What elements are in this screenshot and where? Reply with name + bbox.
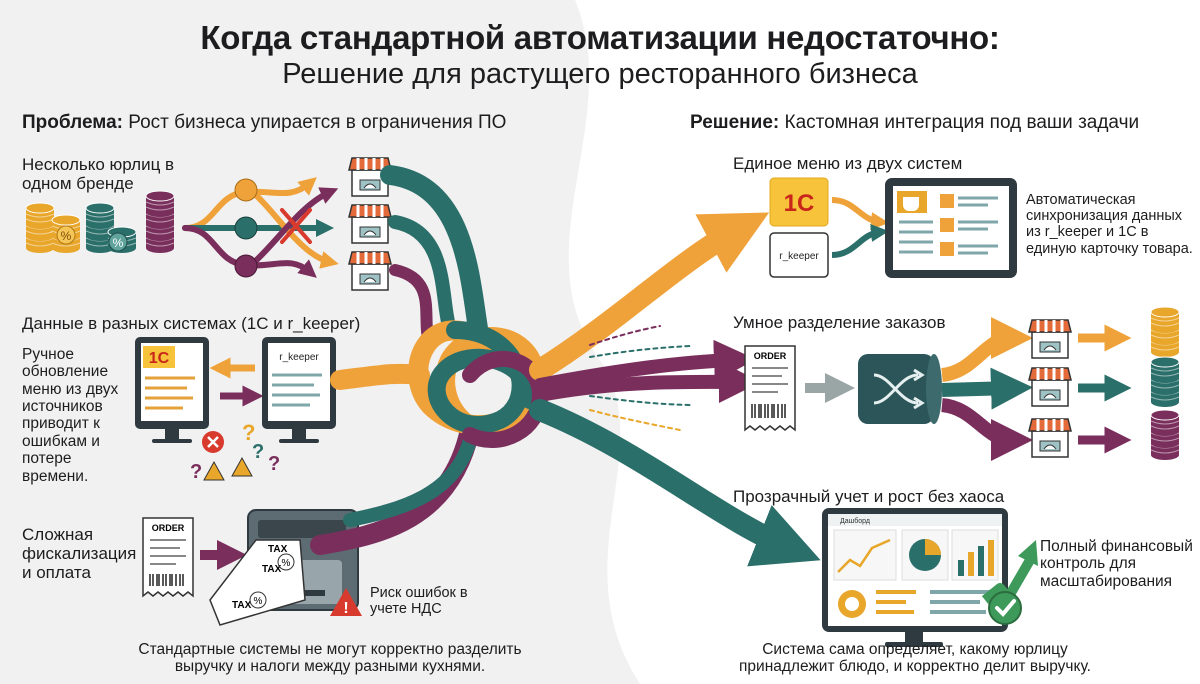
label-legal-entities: Несколько юрлиц в одном бренде [22, 155, 175, 194]
label-vat-risk: Риск ошибок в учете НДС [370, 585, 468, 618]
label-data-systems: Данные в разных системах (1С и r_keeper) [22, 314, 361, 333]
svg-text:?: ? [268, 453, 280, 475]
problem-caption: Стандартные системы не могут корректно р… [138, 641, 522, 676]
shop-icon [1027, 366, 1073, 408]
svg-text:?: ? [190, 461, 202, 483]
tablet-menu-icon [885, 178, 1017, 278]
svg-text:ORDER: ORDER [754, 351, 787, 361]
svg-text:%: % [113, 236, 124, 250]
checkmark-badge-icon [988, 591, 1022, 625]
svg-text:?: ? [242, 420, 255, 445]
label-financial-control: Полный финансовый контроль для масштабир… [1040, 538, 1193, 590]
svg-text:r_keeper: r_keeper [779, 251, 819, 262]
svg-text:!: ! [343, 600, 348, 617]
teal-coin [234, 216, 258, 240]
shop-icon [347, 203, 393, 245]
dashboard-monitor-icon: Дашборд [822, 508, 1008, 647]
error-cross-icon [280, 208, 312, 244]
order-receipt-icon: ORDER [744, 345, 796, 432]
monitor-1c-icon: 1С [135, 337, 209, 443]
svg-text:%: % [254, 596, 263, 607]
label-unified-menu: Единое меню из двух систем [733, 154, 963, 173]
logo-1c-text: 1С [149, 350, 170, 367]
label-fiscalization: Сложная фискализация и оплата [22, 525, 137, 583]
svg-text:TAX: TAX [268, 544, 288, 555]
page-subtitle: Решение для растущего ресторанного бизне… [282, 58, 918, 90]
monitor-rkeeper-icon: r_keeper [262, 337, 336, 443]
order-receipt-icon: ORDER [142, 517, 194, 598]
problem-heading-bold: Проблема: [22, 112, 123, 133]
warning-icon: ! [330, 588, 362, 617]
tangled-branch-arrows [182, 177, 339, 278]
orange-coin [234, 178, 258, 202]
coin-stack-orange-icon [1150, 306, 1180, 358]
svg-text:ORDER: ORDER [152, 523, 185, 533]
coin-stack-purple-icon [1150, 409, 1180, 461]
purple-coin [234, 254, 258, 278]
label-auto-sync: Автоматическая синхронизация данных из r… [1026, 192, 1193, 257]
label-manual-update: Ручное обновление меню из двух источнико… [22, 346, 119, 485]
svg-text:TAX: TAX [232, 600, 252, 611]
svg-text:TAX: TAX [262, 564, 282, 575]
flow-arrows-to-solution [529, 212, 821, 567]
split-arrows-icon [940, 317, 1033, 461]
logo-1c-icon: 1С [769, 177, 829, 227]
svg-text:?: ? [252, 441, 264, 463]
label-transparent: Прозрачный учет и рост без хаоса [733, 487, 1005, 506]
rkeeper-logo-icon: r_keeper [769, 232, 829, 278]
shop-icon [347, 250, 393, 292]
coin-stacks-icon: % % [25, 190, 175, 254]
errors-questions-icon: ? ? ? ? [190, 420, 280, 483]
coin-stack-teal-icon [1150, 356, 1180, 408]
rkeeper-screen-label: r_keeper [279, 352, 319, 363]
solution-heading-bold: Решение: [690, 112, 780, 133]
solution-heading-text: Кастомная интеграция под ваши задачи [784, 112, 1140, 133]
problem-heading-text: Рост бизнеса упирается в ограничения ПО [128, 112, 507, 133]
tangled-rope-knot [310, 165, 549, 555]
svg-text:Дашборд: Дашборд [840, 517, 870, 525]
page-title: Когда стандартной автоматизации недостат… [200, 19, 1000, 56]
shop-icon [1027, 318, 1073, 360]
label-smart-split: Умное разделение заказов [733, 313, 946, 332]
shuffle-splitter-icon [858, 354, 942, 424]
svg-text:1С: 1С [784, 190, 815, 217]
solution-caption: Система сама определяет, какому юрлицу п… [739, 641, 1091, 676]
problem-heading: Проблема: Рост бизнеса упирается в огран… [22, 112, 506, 133]
svg-text:%: % [282, 558, 291, 569]
percent-glyph: % [61, 229, 72, 243]
solution-heading: Решение: Кастомная интеграция под ваши з… [690, 112, 1139, 133]
merge-arrows-icon [831, 197, 889, 258]
shop-icon [1027, 417, 1073, 459]
